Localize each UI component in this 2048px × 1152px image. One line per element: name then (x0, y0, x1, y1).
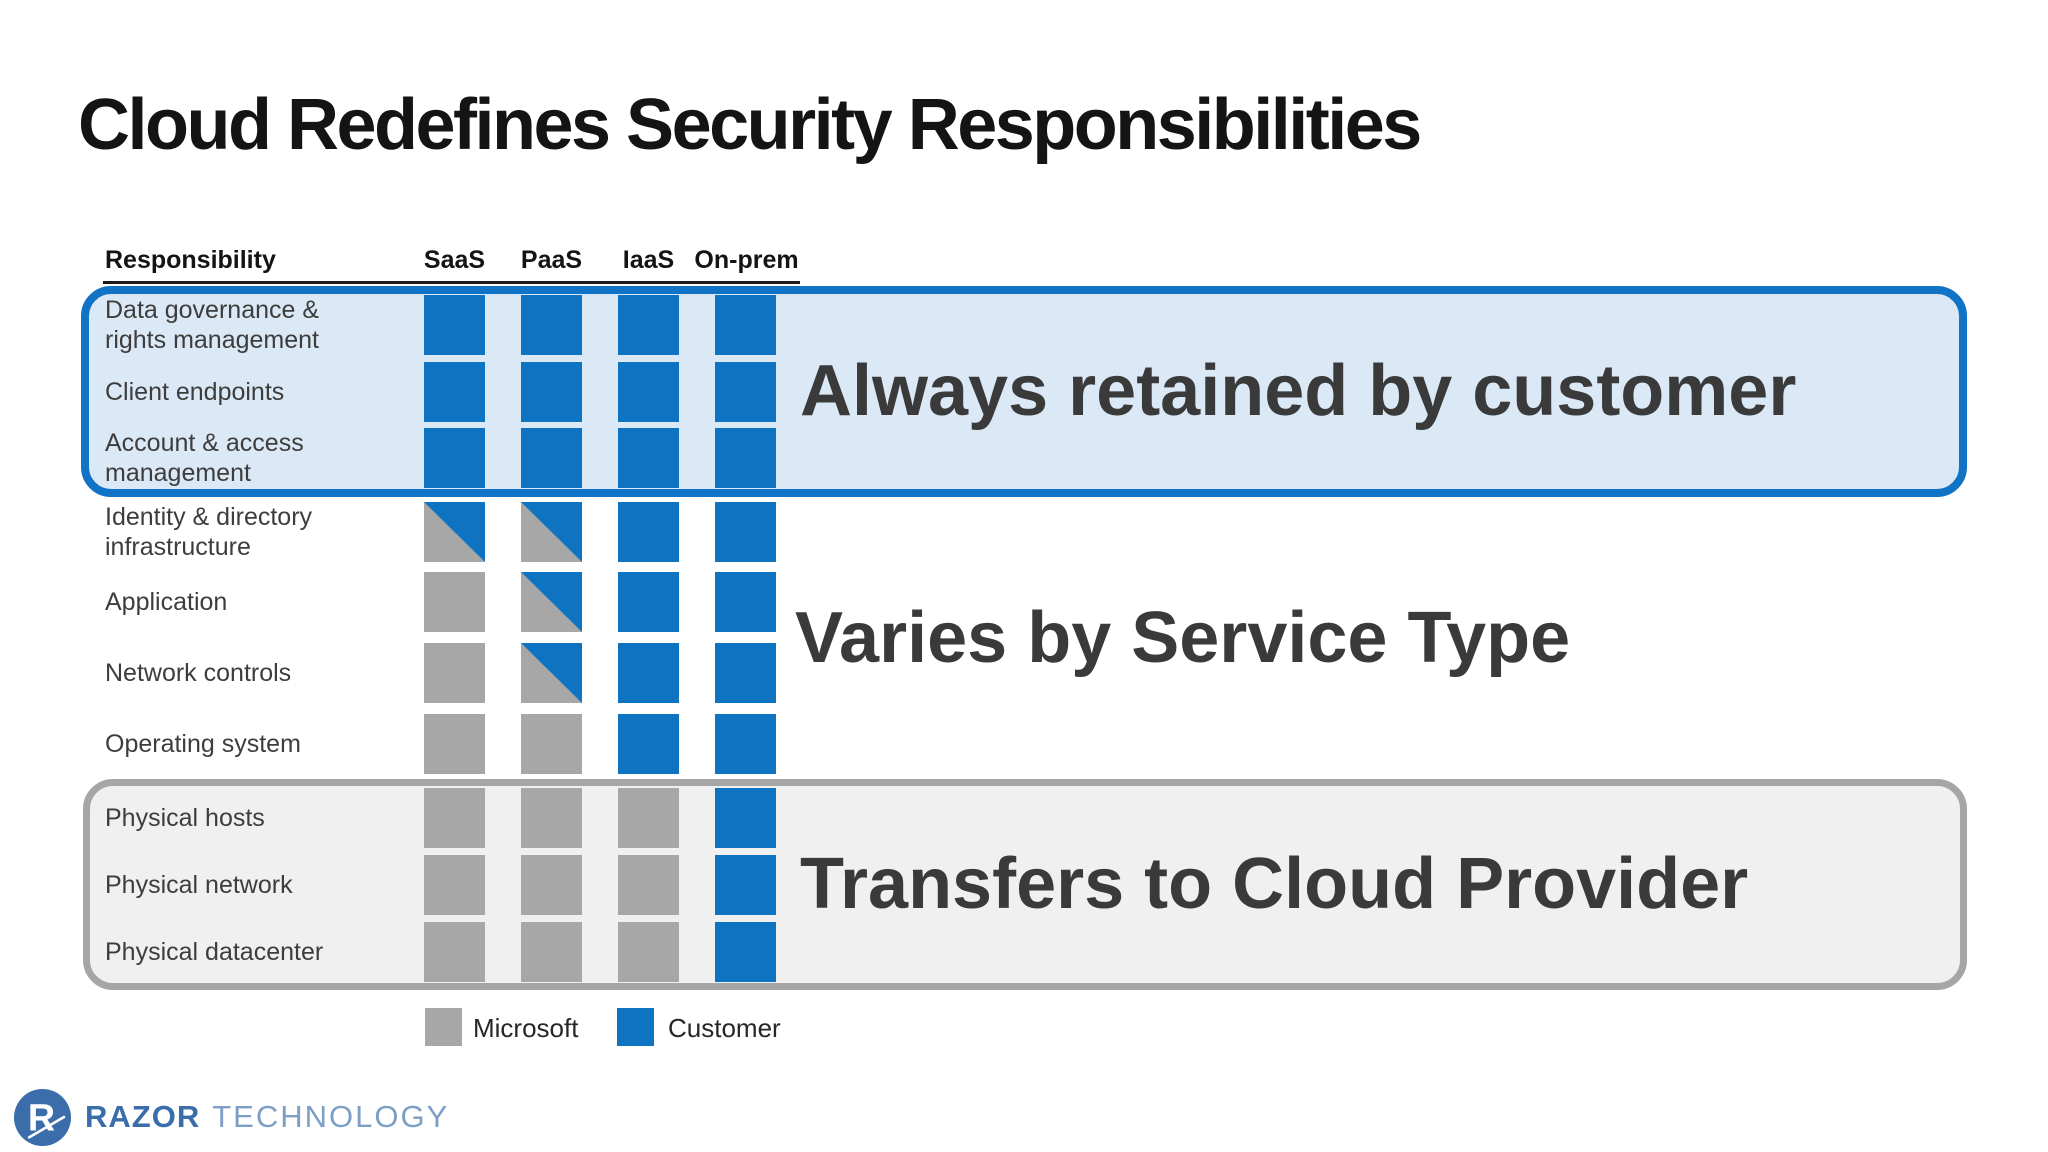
cell-physical-datacenter-on-prem-customer (715, 922, 776, 982)
page-title: Cloud Redefines Security Responsibilitie… (78, 85, 1422, 165)
legend-swatch-microsoft (425, 1008, 462, 1046)
column-header-responsibility: Responsibility (105, 246, 276, 274)
row-label-physical-network: Physical network (105, 871, 293, 899)
logo-suffix-text: TECHNOLOGY (212, 1099, 450, 1134)
cell-network-controls-iaas-customer (618, 643, 679, 703)
cell-operating-system-saas-microsoft (424, 714, 485, 774)
cell-data-governance-rights-management-iaas-customer (618, 295, 679, 355)
cell-identity-directory-infrastructure-paas-shared (521, 502, 582, 562)
svg-text:R: R (28, 1096, 55, 1138)
cell-physical-hosts-paas-microsoft (521, 788, 582, 848)
cell-physical-network-paas-microsoft (521, 855, 582, 915)
cell-client-endpoints-on-prem-customer (715, 362, 776, 422)
cell-account-access-management-saas-customer (424, 428, 485, 488)
transfers-box (83, 779, 1967, 990)
cell-application-saas-microsoft (424, 572, 485, 632)
legend-label-microsoft: Microsoft (473, 1013, 579, 1043)
row-label-physical-hosts: Physical hosts (105, 804, 265, 832)
cell-account-access-management-on-prem-customer (715, 428, 776, 488)
cell-physical-datacenter-iaas-microsoft (618, 922, 679, 982)
annotation-always-retained: Always retained by customer (800, 351, 1797, 431)
column-header-paas: PaaS (520, 246, 583, 274)
cell-physical-network-saas-microsoft (424, 855, 485, 915)
razor-logo-icon: R (14, 1088, 71, 1146)
cell-operating-system-on-prem-customer (715, 714, 776, 774)
cell-physical-network-on-prem-customer (715, 855, 776, 915)
row-label-operating-system: Operating system (105, 730, 301, 758)
legend-swatch-customer (617, 1008, 654, 1046)
column-header-saas: SaaS (423, 246, 486, 274)
cell-client-endpoints-paas-customer (521, 362, 582, 422)
cell-physical-network-iaas-microsoft (618, 855, 679, 915)
row-label-application: Application (105, 588, 228, 616)
cell-physical-hosts-saas-microsoft (424, 788, 485, 848)
header-underline (103, 281, 800, 284)
cell-data-governance-rights-management-paas-customer (521, 295, 582, 355)
column-header-on-prem: On-prem (694, 246, 799, 274)
annotation-varies: Varies by Service Type (795, 598, 1571, 678)
cell-operating-system-paas-microsoft (521, 714, 582, 774)
razor-technology-logo: R RAZOR TECHNOLOGY (14, 1088, 449, 1146)
row-label-physical-datacenter: Physical datacenter (105, 938, 324, 966)
cell-identity-directory-infrastructure-on-prem-customer (715, 502, 776, 562)
cell-physical-datacenter-paas-microsoft (521, 922, 582, 982)
cell-network-controls-saas-microsoft (424, 643, 485, 703)
cell-client-endpoints-iaas-customer (618, 362, 679, 422)
legend-label-customer: Customer (668, 1013, 781, 1043)
cell-data-governance-rights-management-saas-customer (424, 295, 485, 355)
cell-operating-system-iaas-customer (618, 714, 679, 774)
cell-application-paas-shared (521, 572, 582, 632)
column-header-iaas: IaaS (622, 246, 675, 274)
cell-network-controls-on-prem-customer (715, 643, 776, 703)
cell-physical-hosts-on-prem-customer (715, 788, 776, 848)
cell-client-endpoints-saas-customer (424, 362, 485, 422)
cell-application-iaas-customer (618, 572, 679, 632)
cell-physical-datacenter-saas-microsoft (424, 922, 485, 982)
row-label-client-endpoints: Client endpoints (105, 378, 285, 406)
logo-brand-text: RAZOR (85, 1099, 201, 1134)
cell-account-access-management-paas-customer (521, 428, 582, 488)
always-retained-box (81, 286, 1967, 497)
cell-network-controls-paas-shared (521, 643, 582, 703)
annotation-transfers: Transfers to Cloud Provider (800, 844, 1749, 924)
cell-identity-directory-infrastructure-saas-shared (424, 502, 485, 562)
row-label-data-governance-rights-management: Data governance &rights management (105, 296, 320, 354)
cell-account-access-management-iaas-customer (618, 428, 679, 488)
row-label-network-controls: Network controls (105, 659, 292, 687)
cell-data-governance-rights-management-on-prem-customer (715, 295, 776, 355)
cell-physical-hosts-iaas-microsoft (618, 788, 679, 848)
cell-identity-directory-infrastructure-iaas-customer (618, 502, 679, 562)
cell-application-on-prem-customer (715, 572, 776, 632)
